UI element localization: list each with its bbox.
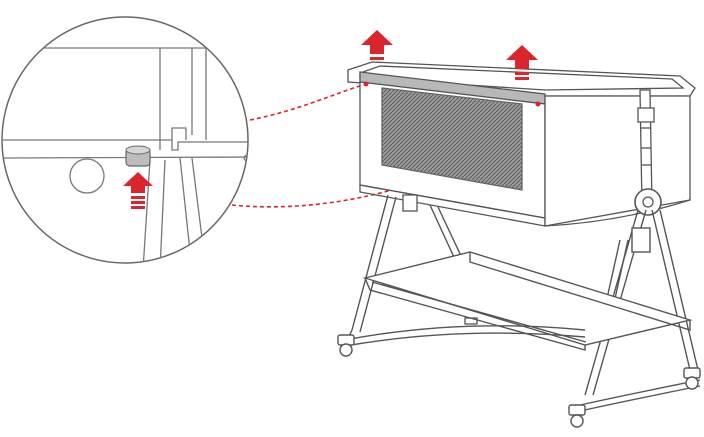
detail-zoom-circle	[1, 16, 249, 264]
bassinet-frame	[344, 194, 701, 412]
up-arrow-icon	[361, 30, 393, 60]
release-button-icon	[125, 145, 151, 167]
callout-point	[535, 101, 541, 107]
callout-line-top	[249, 83, 367, 121]
caster-wheels	[337, 334, 701, 428]
up-arrow-icon	[123, 172, 153, 209]
up-arrow-icon	[506, 45, 538, 80]
callout-point	[363, 81, 369, 87]
